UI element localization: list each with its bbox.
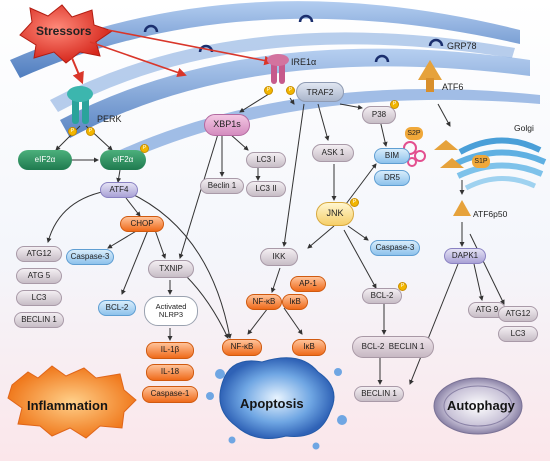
autophagy-vesicle — [433, 377, 523, 435]
phospho-marker: P — [68, 127, 77, 136]
dr5-node: DR5 — [374, 170, 410, 186]
nlrp3-node: Activated NLRP3 — [144, 296, 198, 326]
atf6p50-label: ATF6p50 — [473, 209, 508, 219]
apoptosis-cell — [206, 357, 347, 450]
caspase3-node: Caspase-3 — [66, 249, 114, 265]
bcl2-beclin-complex: BCL-2 BECLIN 1 — [352, 336, 434, 358]
ikb-node: IκB — [282, 294, 308, 310]
golgi-apparatus — [403, 137, 547, 216]
ikk-node: IKK — [260, 248, 298, 266]
ire1-sensor — [267, 54, 289, 84]
phospho-marker: P — [86, 127, 95, 136]
atg5-node: ATG 5 — [16, 268, 62, 284]
atg12-atf6-node: ATG12 — [498, 306, 538, 322]
inflammation-burst — [7, 365, 137, 439]
txnip-node: TXNIP — [148, 260, 194, 278]
p38-node: P38 — [362, 106, 396, 124]
ask1-node: ASK 1 — [312, 144, 354, 162]
atf6-sensor — [418, 60, 442, 92]
bcl2-ire-node: BCL-2 — [362, 288, 402, 304]
jnk-node: JNK — [316, 202, 354, 226]
apoptosis-label: Apoptosis — [240, 396, 304, 411]
bim-node: BIM — [374, 148, 410, 164]
ap1-node: AP-1 — [290, 276, 326, 292]
atf4-node: ATF4 — [100, 182, 138, 198]
s2p-label: S2P — [405, 127, 423, 140]
il18-node: IL-18 — [146, 364, 194, 381]
stress-arrows — [71, 29, 274, 85]
ikb-out-node: IκB — [292, 339, 326, 356]
beclin1-ire-node: Beclin 1 — [200, 178, 244, 194]
nfkb-node: NF-κB — [246, 294, 282, 310]
bcl2-complex-label: BCL-2 — [361, 341, 385, 351]
s1p-label: S1P — [472, 155, 490, 168]
xbp1s-node: XBP1s — [204, 114, 250, 136]
phospho-marker: P — [286, 86, 295, 95]
inflammation-label: Inflammation — [27, 398, 108, 413]
traf2-node: TRAF2 — [296, 82, 344, 102]
phospho-marker: P — [390, 100, 399, 109]
lc3ii-node: LC3 II — [246, 181, 286, 197]
eif2a-node: eIF2α — [18, 150, 72, 170]
phospho-marker: P — [398, 282, 407, 291]
chop-node: CHOP — [120, 216, 164, 232]
phospho-marker: P — [264, 86, 273, 95]
il1b-node: IL-1β — [146, 342, 194, 359]
ire1a-label: IRE1α — [291, 57, 317, 67]
pathway-arrows — [46, 91, 505, 385]
phospho-marker: P — [140, 144, 149, 153]
bcl2-node: BCL-2 — [98, 300, 136, 316]
perk-label: PERK — [97, 114, 122, 124]
caspase1-node: Caspase-1 — [142, 386, 198, 403]
atg12-node: ATG12 — [16, 246, 62, 262]
autophagy-label: Autophagy — [447, 398, 515, 413]
beclin1-out-node: BECLIN 1 — [354, 386, 404, 402]
grp78-label: GRP78 — [447, 41, 477, 51]
perk-sensor — [67, 86, 93, 124]
eif2a-phospho-node: eIF2α — [100, 150, 146, 170]
lc3-node: LC3 — [16, 290, 62, 306]
lc3-atf6-node: LC3 — [498, 326, 538, 342]
lc3i-node: LC3 I — [246, 152, 286, 168]
atf6-label: ATF6 — [442, 82, 464, 92]
golgi-label: Golgi — [514, 123, 534, 133]
dapk1-node: DAPK1 — [444, 248, 486, 264]
beclin-complex-label: BECLIN 1 — [388, 341, 425, 351]
phospho-marker: P — [350, 198, 359, 207]
caspase3-ire-node: Caspase-3 — [370, 240, 420, 256]
beclin1-node: BECLIN 1 — [14, 312, 64, 328]
stressors-label: Stressors — [36, 24, 92, 38]
nfkb-out-node: NF-κB — [222, 339, 262, 356]
